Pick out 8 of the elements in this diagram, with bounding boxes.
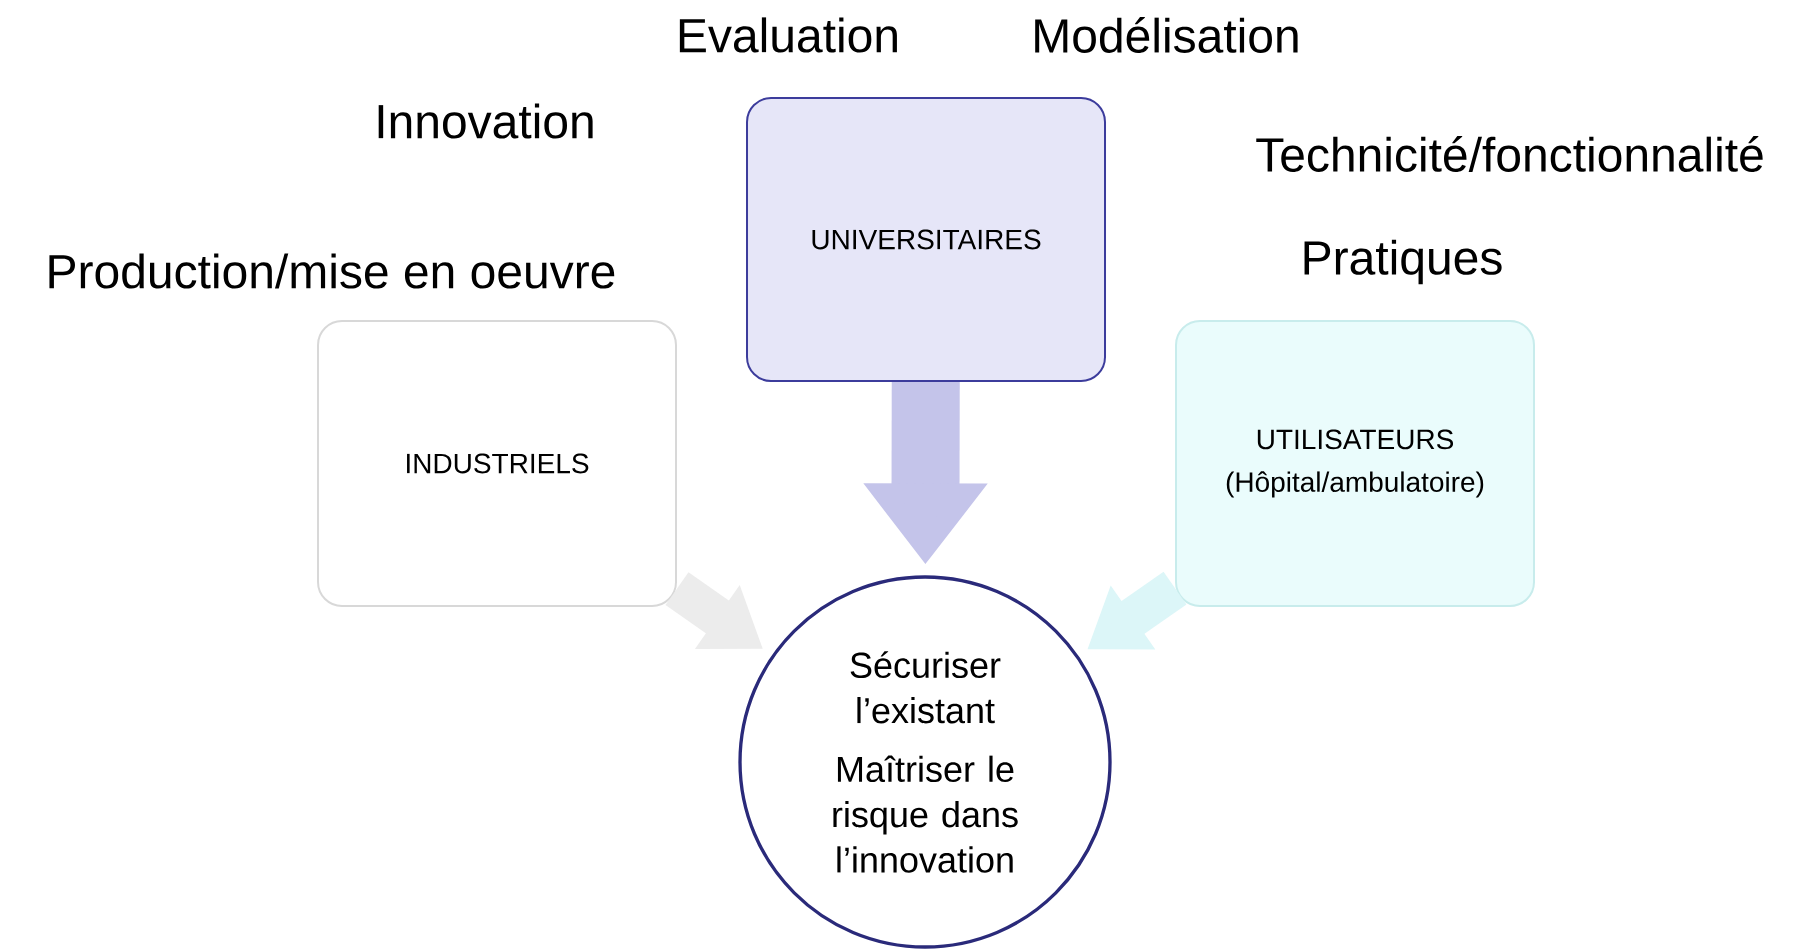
topic-label: Technicité/fonctionnalité xyxy=(1256,136,1763,172)
topic-label: Evaluation xyxy=(679,17,897,53)
process-box: INDUSTRIELS xyxy=(317,320,677,607)
process-box: UNIVERSITAIRES xyxy=(746,97,1106,382)
topic-label: Modélisation xyxy=(1035,17,1298,53)
topic-label: Production/mise en oeuvre xyxy=(49,253,615,289)
process-box: UTILISATEURS (Hôpital/ambulatoire) xyxy=(1175,320,1535,607)
topic-label: Innovation xyxy=(378,103,593,139)
